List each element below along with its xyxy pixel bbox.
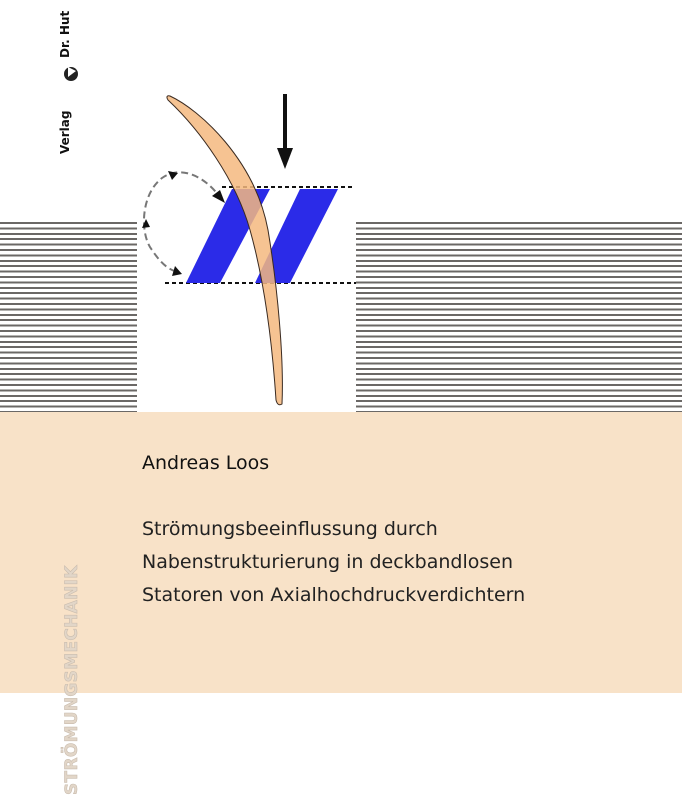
title-line-2: Nabenstrukturierung in deckbandlosen	[142, 551, 514, 573]
series-label: STRÖMUNGSMECHANIK	[62, 565, 83, 795]
cover-band	[0, 412, 682, 693]
title-line-1: Strömungsbeeinflussung durch	[142, 518, 438, 540]
recirculation-path	[143, 171, 223, 273]
arrowhead-icon	[212, 190, 225, 203]
author-name: Andreas Loos	[142, 452, 270, 474]
hub-cavity	[137, 222, 356, 412]
publisher-word-2: Dr. Hut	[58, 10, 72, 58]
publisher-logo: Verlag Dr. Hut	[58, 10, 98, 160]
hub-stripes-right	[356, 222, 682, 412]
flow-arrow-icon	[277, 148, 293, 169]
slot-2	[255, 189, 338, 283]
blade	[166, 95, 283, 406]
arrowhead-icon	[142, 219, 150, 228]
title-line-3: Statoren von Axialhochdruckverdichtern	[142, 584, 526, 606]
graduation-cap-icon	[64, 67, 78, 81]
arrowhead-icon	[172, 266, 182, 276]
arrowhead-icon	[168, 171, 178, 180]
hub-stripes-left	[0, 222, 137, 412]
publisher-word-1: Verlag	[58, 110, 72, 155]
